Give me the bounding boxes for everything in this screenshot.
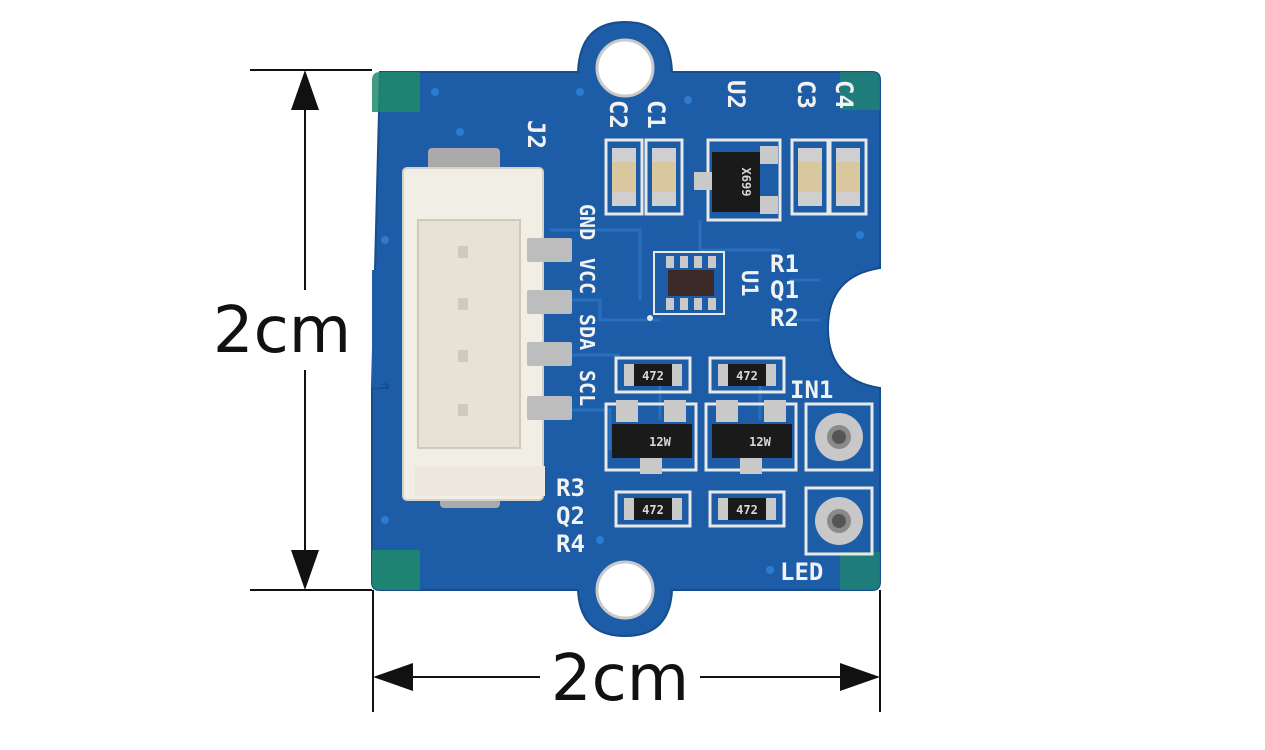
sensor-u1 (647, 251, 725, 321)
through-hole-pads (804, 402, 874, 556)
vertical-dimension-label: 2cm (213, 294, 351, 368)
transistor-a-marking: 12W (649, 435, 671, 449)
label-gnd: GND (575, 204, 599, 240)
label-q1: Q1 (770, 276, 799, 304)
label-r4: R4 (556, 530, 585, 558)
label-j2: J2 (522, 120, 550, 149)
regulator-u2: X699 (694, 138, 782, 222)
resistor-b-marking: 472 (736, 369, 758, 383)
resistors: 472 472 472 472 (614, 356, 786, 528)
label-r3: R3 (556, 474, 585, 502)
label-c4: C4 (830, 80, 858, 109)
label-r2: R2 (770, 304, 799, 332)
label-scl: SCL (575, 370, 599, 406)
label-led: LED (780, 558, 823, 586)
label-u2: U2 (722, 80, 750, 109)
label-c3: C3 (792, 80, 820, 109)
label-r1: R1 (770, 250, 799, 278)
u2-chip-marking: X699 (739, 168, 753, 197)
label-in1: IN1 (790, 376, 833, 404)
label-vcc: VCC (575, 258, 599, 294)
label-c1: C1 (642, 100, 670, 129)
label-c2: C2 (604, 100, 632, 129)
resistor-a-marking: 472 (642, 369, 664, 383)
dimension-horizontal: 2cm (372, 590, 881, 716)
capacitors (604, 138, 868, 216)
horizontal-dimension-label: 2cm (551, 642, 689, 716)
transistor-b-marking: 12W (749, 435, 771, 449)
dimension-vertical: 2cm (213, 69, 372, 591)
silkscreen-labels: J2 C2 C1 U2 C3 C4 GND VCC SDA SCL U1 R1 … (522, 80, 858, 586)
resistor-c-marking: 472 (642, 503, 664, 517)
label-sda: SDA (575, 314, 599, 350)
grove-connector (402, 148, 572, 508)
resistor-d-marking: 472 (736, 503, 758, 517)
label-u1: U1 (736, 270, 761, 297)
label-q2: Q2 (556, 502, 585, 530)
transistors: 12W 12W (604, 400, 798, 474)
